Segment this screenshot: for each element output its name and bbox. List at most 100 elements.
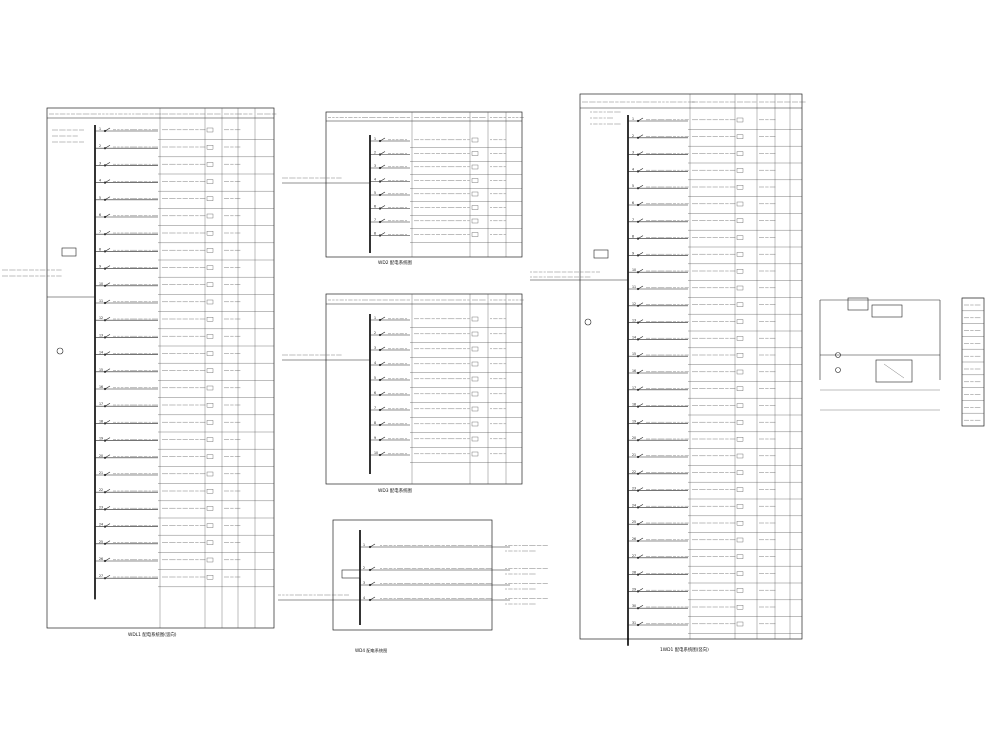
phase-box — [206, 368, 214, 373]
circuit-number: 31 — [632, 621, 636, 625]
phase-box — [471, 361, 479, 367]
breaker-node — [636, 119, 640, 123]
breaker-node — [636, 590, 640, 593]
circuit-number: 6 — [99, 213, 101, 217]
circuit-number: 2 — [99, 144, 101, 148]
circuit-number: 23 — [632, 487, 636, 491]
phase-box — [471, 151, 479, 156]
phase-box — [736, 487, 744, 492]
circuit-number: 22 — [99, 488, 103, 492]
phase-box — [736, 420, 744, 425]
breaker-node — [103, 215, 107, 219]
breaker-node — [378, 193, 382, 197]
breaker-node — [636, 321, 640, 324]
incoming-meter — [593, 249, 609, 259]
circuit-number: 15 — [99, 368, 103, 372]
breaker-node — [378, 348, 382, 352]
breaker-node — [378, 166, 382, 170]
phase-box — [471, 436, 479, 442]
phase-box — [471, 391, 479, 397]
circuit-number: 27 — [99, 574, 103, 578]
breaker-node — [368, 598, 372, 602]
breaker-node — [378, 408, 382, 412]
breaker-node — [378, 333, 382, 337]
circuit-number: 16 — [632, 369, 636, 373]
phase-box — [736, 168, 744, 173]
circuit-number: 5 — [374, 376, 376, 380]
incoming-meter — [61, 247, 77, 257]
circuit-number: 2 — [363, 566, 365, 570]
circuit-number: 1 — [374, 316, 376, 320]
controller-block — [875, 359, 913, 383]
breaker-node — [103, 525, 107, 528]
circuit-number: 3 — [632, 151, 634, 155]
breaker-node — [636, 371, 640, 375]
phase-box — [736, 571, 744, 576]
breaker-node — [378, 423, 382, 427]
circuit-number: 1 — [363, 543, 365, 547]
circuit-number: 17 — [632, 386, 636, 390]
breaker-node — [103, 250, 107, 253]
phase-box — [471, 178, 479, 183]
breaker-node — [103, 181, 107, 184]
circuit-number: 9 — [632, 251, 634, 255]
circuit-number: 3 — [99, 161, 101, 165]
circuit-number: 2 — [374, 151, 376, 155]
phase-box — [736, 185, 744, 190]
circuit-number: 24 — [632, 503, 636, 507]
breaker-node — [378, 438, 382, 442]
phase-box — [736, 117, 744, 123]
panel-caption: WD4 配电系统图 — [355, 647, 387, 654]
circuit-number: 13 — [632, 319, 636, 323]
breaker-node — [378, 393, 382, 397]
breaker-node — [636, 405, 640, 408]
circuit-number: 5 — [374, 191, 376, 195]
phase-box — [736, 353, 744, 358]
circuit-number: 10 — [374, 451, 378, 455]
breaker-node — [103, 353, 107, 356]
phase-box — [206, 265, 214, 270]
breaker-node — [378, 207, 382, 210]
breaker-node — [636, 304, 640, 307]
phase-box — [736, 386, 744, 391]
breaker-node — [368, 583, 372, 587]
legend-table — [961, 297, 985, 427]
phase-box — [736, 470, 744, 475]
phase-box — [471, 164, 479, 170]
breaker-node — [103, 129, 107, 133]
circuit-number: 1 — [99, 127, 101, 131]
phase-box — [206, 213, 214, 219]
phase-box — [471, 191, 479, 197]
breaker-node — [636, 187, 640, 190]
phase-box — [736, 621, 744, 627]
breaker-node — [636, 573, 640, 576]
breaker-node — [636, 136, 640, 139]
phase-box — [736, 369, 744, 375]
circuit-number: 8 — [99, 247, 101, 251]
circuit-number: 7 — [99, 230, 101, 234]
phase-box — [206, 248, 214, 253]
circuit-number: 25 — [632, 520, 636, 524]
breaker-node — [378, 453, 382, 457]
phase-box — [206, 334, 214, 339]
breaker-node — [378, 220, 382, 224]
circuit-number: 22 — [632, 470, 636, 474]
breaker-node — [368, 568, 372, 572]
phase-box — [736, 504, 744, 509]
phase-box — [206, 385, 214, 391]
circuit-number: 11 — [632, 285, 636, 289]
breaker-node — [103, 267, 107, 270]
breaker-node — [103, 147, 107, 150]
circuit-number: 4 — [99, 179, 101, 183]
ct-symbol — [584, 318, 592, 326]
breaker-node — [636, 220, 640, 223]
phase-box — [736, 134, 744, 139]
phase-box — [736, 453, 744, 459]
breaker-node — [103, 456, 107, 459]
breaker-node — [103, 577, 107, 580]
circuit-number: 19 — [632, 419, 636, 423]
circuit-number: 26 — [632, 537, 636, 541]
phase-box — [206, 299, 214, 305]
phase-box — [736, 403, 744, 408]
circuit-number: 9 — [374, 436, 376, 440]
